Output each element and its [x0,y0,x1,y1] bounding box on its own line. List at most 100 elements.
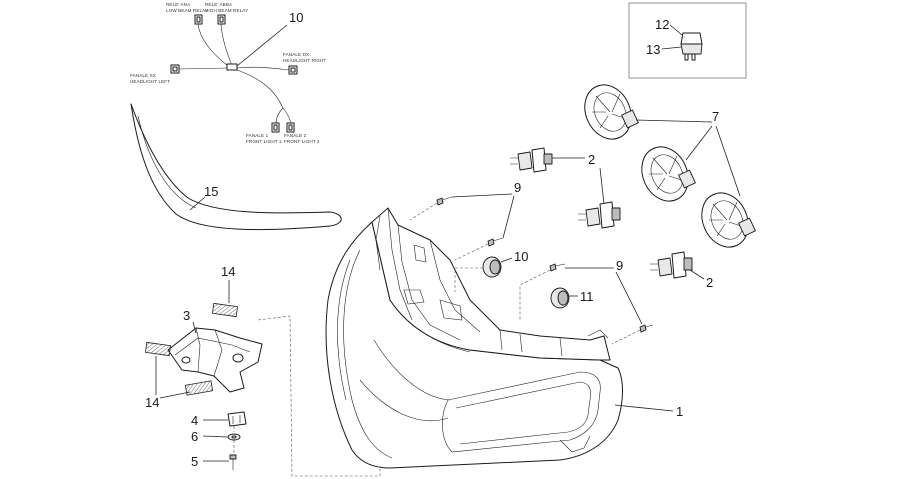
bulb-cover-middle [641,146,696,202]
leader-line-11a [500,257,513,263]
screw-upper-a [436,196,453,206]
frame-tab [587,329,609,339]
wire [275,107,284,125]
bracket-contour [195,327,201,373]
clip-4 [227,411,247,427]
callout-10: 10 [289,10,303,25]
frame-slot [403,289,425,305]
wire [236,69,284,109]
leader-line-14c [159,391,191,399]
wiring-label-low-beam-en: LOW BEAM RELAY [166,8,208,13]
bracket-contour [213,329,223,377]
lens-contour [343,249,393,459]
wire [197,23,229,67]
frame-contour [375,215,381,271]
leader-line-9a [451,193,513,198]
relay-pin [691,53,696,61]
leader-line-2b [689,269,705,280]
grommets: 10 11 [454,249,594,309]
wiring-label-high-beam-en: HIGH BEAM RELAY [205,8,248,13]
bulb-cover-top [584,84,639,140]
harness-junction [226,63,238,71]
mounting-bracket-group: 14 14 3 4 6 5 [144,264,381,477]
screw-lower-a [549,263,566,272]
pad-14-top [211,302,239,318]
bracket-hole [232,353,244,363]
callout-5: 5 [191,454,198,469]
leader-line-7c [715,125,741,197]
screw-lower-b [639,324,654,333]
callout-9-upper: 9 [514,180,521,195]
callout-13: 13 [646,42,660,57]
lens-contour [373,339,451,401]
callout-6: 6 [191,429,198,444]
leader-line-9a-b [502,195,515,239]
bulb-upper [510,147,553,173]
frame-contour [397,224,461,341]
callout-9-lower: 9 [616,258,623,273]
grommet-lower [550,287,570,309]
bulb-covers: 7 [584,84,756,248]
connector-pin [172,66,178,72]
callout-4: 4 [191,413,198,428]
assembly-dash [257,315,381,477]
clip-detail [232,415,241,424]
wiring-label-right-en: HEADLIGHT RIGHT [283,58,326,63]
lens-contour [359,379,449,422]
lens-lower-window [442,371,601,453]
lens-contour [455,381,591,445]
connector-pin [196,16,201,23]
wiring-label-front1-it: FANALE 1 [246,133,269,138]
grommet-upper [482,256,502,278]
callout-3: 3 [183,308,190,323]
wire [220,23,233,67]
bracket-contour [174,337,251,356]
screw-5-head [229,454,237,460]
callout-14-upper: 14 [221,264,235,279]
assembly-dash [454,267,483,292]
leader-line-1 [614,404,674,412]
callout-2-lower: 2 [706,275,713,290]
leader-line-13 [661,46,682,50]
relay-holder-13 [680,43,703,55]
connector-pin [273,124,278,131]
washer-hole [231,435,237,439]
leader-line-10 [236,24,288,67]
wiring-label-left-en: HEADLIGHT LEFT [130,79,170,84]
bulb-lower [650,251,693,279]
frame-contour [387,207,413,321]
assembly-dash [611,329,641,345]
bulbs: 2 2 [510,147,713,290]
callout-15: 15 [204,184,218,199]
wiring-label-front2-it: FANALE 2 [284,133,307,138]
wire [177,67,228,70]
relay-inset: 12 13 [628,2,747,79]
assembly-dash [454,243,489,261]
relay-inset-frame [628,2,747,79]
leader-line-7b [685,125,713,161]
relay-pin [684,53,689,61]
trim-contour [137,115,197,209]
wiring-label-front2-en: FRONT LIGHT 2 [284,139,320,144]
wiring-label-high-beam-it: RELE' ABBA [205,2,233,7]
wiring-label-right-it: FANALE DX [283,52,309,57]
connector-pin [290,67,296,73]
lens-contour [337,259,351,401]
pad-14-left [144,341,172,357]
callout-14-lower: 14 [145,395,159,410]
callout-2-upper: 2 [588,152,595,167]
frame-slot [439,299,463,321]
leader-line-2a-b [599,167,605,205]
relay-12 [680,32,703,45]
wiring-harness: RELE' ANA LOW BEAM RELAY RELE' ABBA HIGH… [130,2,326,144]
connector-pin [219,16,224,23]
callout-1: 1 [676,404,683,419]
screws: 9 9 [409,180,654,345]
leader-line-12 [669,24,683,36]
assembly-dash [519,269,551,320]
headlight-trim-15 [130,103,342,231]
leader-line-15 [189,196,206,211]
callout-11-lower: 11 [580,289,594,304]
frame-slot [413,244,427,263]
